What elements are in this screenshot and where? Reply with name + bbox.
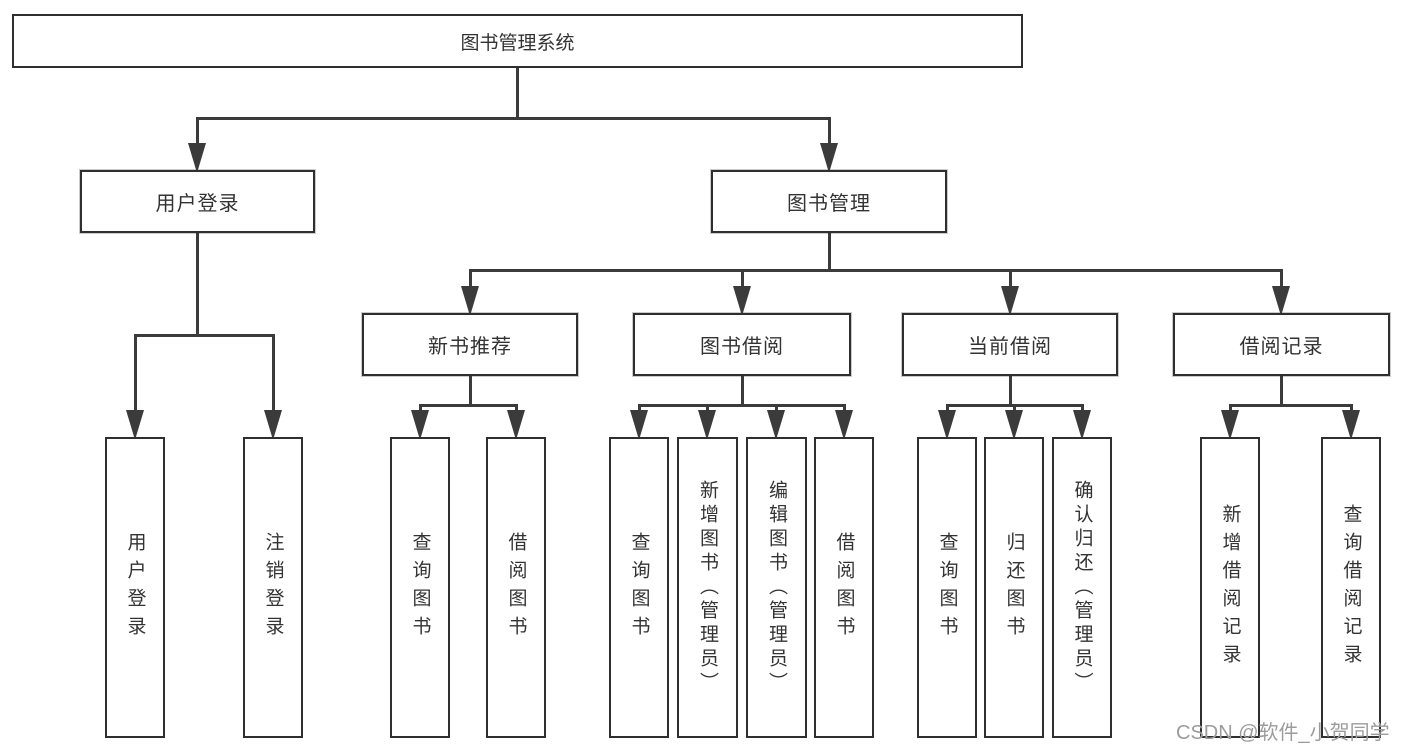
node-leaf-borrow-books-recommend: 借阅图书 bbox=[486, 437, 546, 738]
connector-stem bbox=[195, 233, 199, 337]
node-new-book-recommendation: 新书推荐 bbox=[362, 313, 578, 376]
arrow-shaft bbox=[514, 404, 518, 413]
arrowhead-down-icon bbox=[264, 410, 282, 440]
connector-stem bbox=[515, 68, 519, 120]
arrow-shaft bbox=[1012, 404, 1016, 413]
arrowhead-down-icon bbox=[126, 410, 144, 440]
arrow-shaft bbox=[133, 334, 137, 413]
connector-bar bbox=[1228, 403, 1353, 407]
arrowhead-down-icon bbox=[1221, 410, 1239, 440]
node-book-borrowing: 图书借阅 bbox=[633, 313, 851, 376]
arrow-shaft bbox=[195, 117, 199, 146]
arrow-shaft bbox=[945, 404, 949, 413]
csdn-watermark: CSDN @软件_小贺同学 bbox=[1176, 722, 1390, 744]
arrowhead-down-icon bbox=[630, 410, 648, 440]
connector-stem bbox=[1008, 376, 1012, 407]
connector-bar bbox=[418, 403, 518, 407]
node-current-borrowing: 当前借阅 bbox=[902, 313, 1118, 376]
arrow-shaft bbox=[842, 404, 846, 413]
node-book-management: 图书管理 bbox=[711, 170, 947, 233]
node-leaf-query-books-recommend: 查询图书 bbox=[390, 437, 450, 738]
connector-bar bbox=[468, 268, 1283, 272]
arrow-shaft bbox=[468, 269, 472, 289]
arrowhead-down-icon bbox=[1005, 410, 1023, 440]
arrowhead-down-icon bbox=[1073, 410, 1091, 440]
node-leaf-user-login: 用户登录 bbox=[105, 437, 165, 738]
node-leaf-query-borrow-record: 查询借阅记录 bbox=[1321, 437, 1381, 738]
connector-bar bbox=[133, 333, 275, 337]
node-user-login: 用户登录 bbox=[80, 170, 315, 233]
arrow-shaft bbox=[774, 404, 778, 413]
node-leaf-confirm-return-admin: 确认归还（管理员） bbox=[1052, 437, 1112, 738]
arrow-shaft bbox=[1349, 404, 1353, 413]
arrow-shaft bbox=[705, 404, 709, 413]
node-leaf-edit-books-admin: 编辑图书（管理员） bbox=[746, 437, 807, 738]
arrow-shaft bbox=[1228, 404, 1232, 413]
arrowhead-down-icon bbox=[188, 143, 206, 173]
node-library-management-system: 图书管理系统 bbox=[12, 14, 1023, 68]
arrowhead-down-icon bbox=[835, 410, 853, 440]
connector-bar bbox=[637, 403, 846, 407]
arrow-shaft bbox=[1008, 269, 1012, 289]
arrowhead-down-icon bbox=[1001, 286, 1019, 316]
arrowhead-down-icon bbox=[411, 410, 429, 440]
connector-bar bbox=[195, 116, 831, 120]
arrowhead-down-icon bbox=[767, 410, 785, 440]
arrow-shaft bbox=[1080, 404, 1084, 413]
arrow-shaft bbox=[1279, 269, 1283, 289]
node-leaf-query-books-current: 查询图书 bbox=[917, 437, 977, 738]
connector-stem bbox=[740, 376, 744, 407]
connector-stem bbox=[827, 233, 831, 272]
node-leaf-add-borrow-record: 新增借阅记录 bbox=[1200, 437, 1260, 738]
arrowhead-down-icon bbox=[461, 286, 479, 316]
arrow-shaft bbox=[740, 269, 744, 289]
node-leaf-borrow-books: 借阅图书 bbox=[814, 437, 874, 738]
arrowhead-down-icon bbox=[820, 143, 838, 173]
arrow-shaft bbox=[827, 117, 831, 146]
arrow-shaft bbox=[271, 334, 275, 413]
arrowhead-down-icon bbox=[1342, 410, 1360, 440]
arrowhead-down-icon bbox=[733, 286, 751, 316]
connector-stem bbox=[1279, 376, 1283, 407]
node-leaf-query-books-borrow: 查询图书 bbox=[609, 437, 669, 738]
connector-stem bbox=[468, 376, 472, 407]
arrowhead-down-icon bbox=[1272, 286, 1290, 316]
arrowhead-down-icon bbox=[698, 410, 716, 440]
node-leaf-return-books: 归还图书 bbox=[984, 437, 1044, 738]
node-borrowing-records: 借阅记录 bbox=[1173, 313, 1390, 376]
arrowhead-down-icon bbox=[507, 410, 525, 440]
node-leaf-logout: 注销登录 bbox=[243, 437, 303, 738]
arrow-shaft bbox=[418, 404, 422, 413]
arrow-shaft bbox=[637, 404, 641, 413]
node-leaf-add-books-admin: 新增图书（管理员） bbox=[677, 437, 738, 738]
arrowhead-down-icon bbox=[938, 410, 956, 440]
